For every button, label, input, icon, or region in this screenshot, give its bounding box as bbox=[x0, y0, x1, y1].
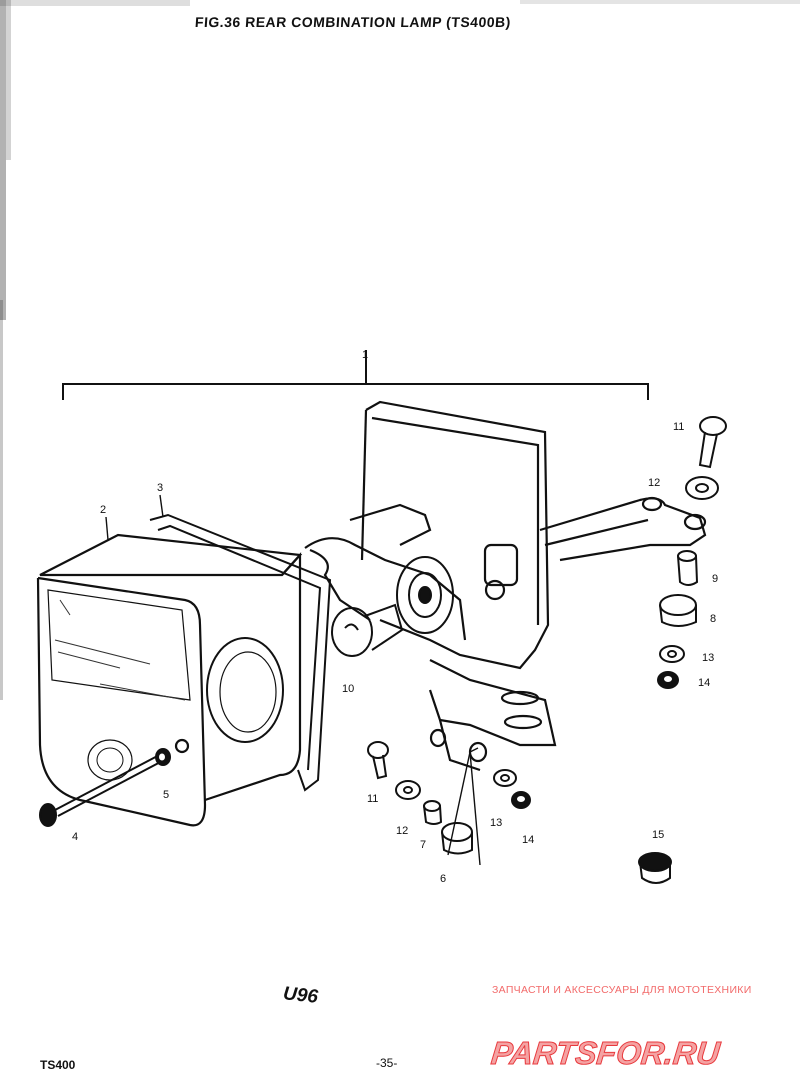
callout-12-upper: 12 bbox=[648, 477, 660, 489]
cushion-upper bbox=[659, 594, 697, 627]
washer-lower bbox=[395, 780, 421, 800]
bulb-socket bbox=[396, 556, 454, 634]
callout-9: 9 bbox=[712, 573, 718, 585]
page-number: -35- bbox=[376, 1056, 398, 1070]
lens-markings bbox=[54, 599, 186, 701]
watermark-logo: PARTSFOR.RU bbox=[490, 1036, 723, 1071]
lamp-housing bbox=[36, 533, 303, 827]
callout-14-lower: 14 bbox=[522, 834, 534, 846]
lamp-gasket bbox=[149, 513, 332, 792]
cushion-lower bbox=[441, 822, 473, 855]
part-callouts: 1 2 3 4 5 6 7 8 9 10 11 11 12 12 13 13 1… bbox=[72, 349, 718, 885]
washer-right bbox=[659, 645, 685, 663]
lamp-screw bbox=[39, 751, 169, 827]
callout-2: 2 bbox=[100, 504, 106, 516]
callout-13-right: 13 bbox=[702, 652, 714, 664]
callout-5: 5 bbox=[163, 789, 169, 801]
assembly-bracket-line bbox=[62, 350, 649, 400]
watermark-brand: PARTSFOR.RU bbox=[490, 1036, 722, 1071]
collar-lower bbox=[423, 800, 443, 825]
bolt-lower bbox=[367, 741, 389, 780]
callout-8: 8 bbox=[710, 613, 716, 625]
nut-right bbox=[657, 671, 679, 689]
model-label: TS400 bbox=[40, 1058, 76, 1072]
license-plate-bracket bbox=[304, 400, 707, 772]
callout-3: 3 bbox=[157, 482, 163, 494]
callout-14-right: 14 bbox=[698, 677, 710, 689]
cap-nut bbox=[638, 852, 672, 884]
washer-lower-right bbox=[493, 769, 517, 787]
nut-lower-right bbox=[511, 791, 531, 809]
callout-11-upper: 11 bbox=[673, 421, 684, 433]
callout-4: 4 bbox=[72, 831, 78, 843]
callout-13-lower: 13 bbox=[490, 817, 502, 829]
callout-6: 6 bbox=[440, 873, 446, 885]
washer-upper bbox=[685, 476, 719, 500]
callout-1: 1 bbox=[362, 349, 368, 361]
collar-upper bbox=[677, 550, 699, 586]
watermark-tagline: ЗАПЧАСТИ И АКСЕССУАРЫ ДЛЯ МОТОТЕХНИКИ bbox=[492, 984, 752, 996]
scan-noise bbox=[0, 0, 800, 700]
callout-7: 7 bbox=[420, 839, 426, 851]
leader-lines bbox=[105, 494, 481, 866]
callout-12-lower: 12 bbox=[396, 825, 408, 837]
callout-10: 10 bbox=[342, 683, 354, 695]
callout-11-lower: 11 bbox=[367, 793, 378, 805]
lamp-nut bbox=[155, 748, 171, 766]
bulb bbox=[331, 603, 404, 657]
bolt-upper bbox=[698, 416, 727, 469]
callout-15: 15 bbox=[652, 829, 664, 841]
drawing-code: U96 bbox=[282, 983, 319, 1008]
